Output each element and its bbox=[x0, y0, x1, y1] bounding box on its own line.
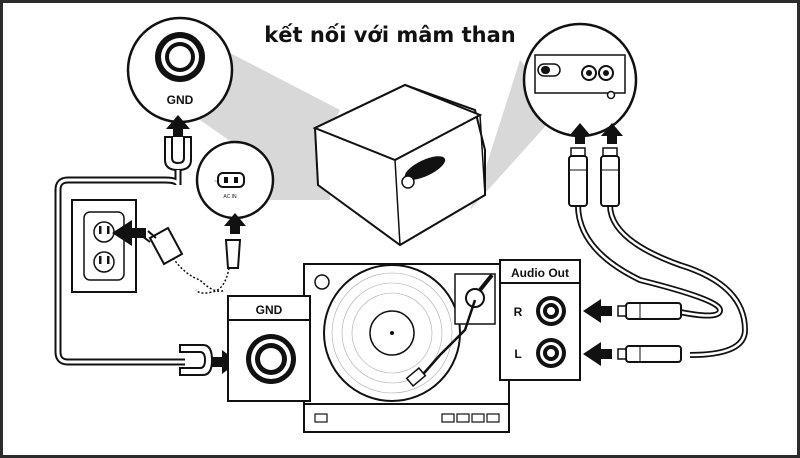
arrow-left-icon bbox=[583, 299, 612, 323]
arrow-up-icon bbox=[569, 123, 591, 144]
rca-jack-left-icon bbox=[536, 338, 566, 368]
wall-outlet-icon bbox=[71, 199, 137, 293]
turntable-icon bbox=[303, 263, 510, 433]
svg-text:AC IN: AC IN bbox=[223, 194, 237, 200]
left-channel-label: L bbox=[514, 347, 521, 361]
arrow-up-icon bbox=[166, 115, 190, 137]
arrow-up-icon bbox=[601, 123, 623, 144]
ground-lug-icon bbox=[164, 136, 192, 172]
gnd-top-label: GND bbox=[167, 93, 194, 107]
plug-icon bbox=[141, 226, 226, 292]
rca-jack-right-icon bbox=[536, 296, 566, 326]
gnd-panel-label: GND bbox=[256, 303, 283, 317]
power-cable-icon bbox=[195, 239, 242, 294]
ground-lug-icon bbox=[179, 344, 214, 376]
diagram-title: kết nối với mâm than bbox=[264, 23, 515, 47]
speaker-box bbox=[312, 83, 486, 247]
audio-out-label: Audio Out bbox=[511, 266, 569, 280]
arrow-left-icon bbox=[583, 342, 612, 366]
arrow-up-icon bbox=[224, 213, 246, 234]
arrow-left-icon bbox=[112, 220, 146, 246]
gnd-knob-icon bbox=[155, 32, 205, 82]
svg-text:~: ~ bbox=[214, 179, 217, 185]
ac-inlet-icon: ~ AC IN bbox=[214, 172, 245, 200]
right-channel-label: R bbox=[514, 305, 523, 319]
input-panel-icon bbox=[534, 54, 626, 100]
gnd-terminal-icon bbox=[246, 334, 296, 384]
rca-cable-icon bbox=[568, 147, 749, 363]
arrow-right-icon bbox=[212, 350, 238, 374]
